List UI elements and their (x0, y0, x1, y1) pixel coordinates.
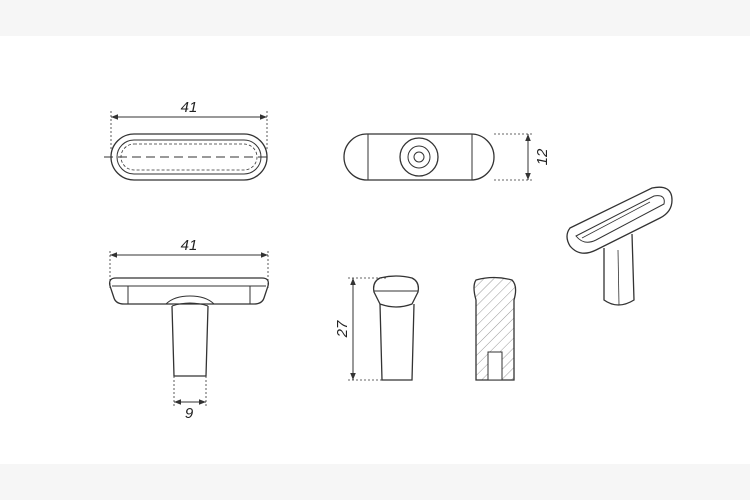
end-view-head (372, 275, 420, 308)
total-height-label: 27 (334, 320, 351, 338)
top-view (104, 111, 272, 181)
side-view-outline (343, 133, 495, 181)
side-view (343, 133, 533, 181)
front-view-width-label: 41 (181, 237, 198, 254)
side-view-boss-middle (407, 145, 431, 169)
iso-stem-edge (617, 249, 620, 306)
section-view-socket (487, 351, 503, 381)
side-view-boss-outer (399, 137, 439, 177)
front-view-head-edges (127, 286, 251, 304)
end-view-stem (379, 303, 415, 381)
section-view-hatched-body (473, 276, 517, 381)
isometric-view (566, 186, 673, 306)
front-view-neck (165, 295, 215, 305)
top-view-width-label: 41 (181, 99, 198, 116)
iso-head-inner-line (581, 201, 651, 239)
iso-stem (603, 233, 635, 306)
bottom-margin-band (0, 464, 750, 500)
front-view (108, 251, 270, 406)
top-margin-band (0, 0, 750, 36)
iso-head-top-face (575, 195, 665, 243)
front-view-stem (171, 305, 209, 377)
front-view-head (108, 277, 270, 305)
front-view-stem-top (171, 302, 209, 307)
section-view (473, 276, 517, 381)
end-view (348, 275, 420, 381)
stem-width-label: 9 (185, 405, 194, 422)
side-view-boss-inner (413, 151, 425, 163)
side-height-label: 12 (534, 148, 551, 165)
